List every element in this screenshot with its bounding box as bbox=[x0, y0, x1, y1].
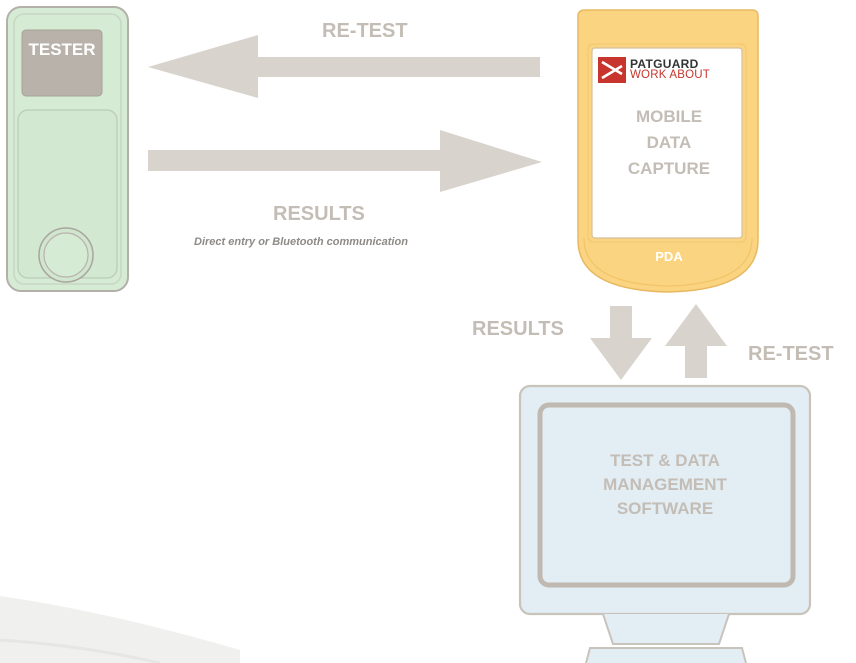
pda-screen-bezel bbox=[587, 43, 747, 243]
pda-bottom-rim bbox=[583, 237, 753, 287]
pda-screen-line: MOBILE bbox=[635, 107, 703, 126]
monitor-screen-line: MANAGEMENT bbox=[603, 475, 727, 494]
results-caption: Direct entry or Bluetooth communication bbox=[194, 236, 408, 248]
results-down-arrow-label: RESULTS bbox=[472, 318, 564, 340]
arrow-results-right bbox=[148, 130, 542, 192]
retest-arrow-label: RE-TEST bbox=[322, 20, 408, 42]
brand-subtitle: WORK ABOUT bbox=[630, 69, 710, 81]
arrow-results-down bbox=[590, 306, 652, 380]
monitor bbox=[518, 384, 812, 663]
results-arrow-label: RESULTS bbox=[273, 203, 365, 225]
tester-screen bbox=[21, 29, 103, 97]
background-swoosh bbox=[0, 596, 240, 663]
retest-up-arrow-label: RE-TEST bbox=[748, 343, 834, 365]
pda-screen-line: DATA bbox=[646, 133, 692, 152]
patguard-logo-icon bbox=[598, 57, 626, 83]
monitor-neck bbox=[602, 613, 730, 645]
monitor-screen bbox=[537, 402, 796, 588]
background-swoosh-line bbox=[0, 638, 161, 663]
pda-screen-line: CAPTURE bbox=[627, 159, 711, 178]
tester-inner-panel bbox=[13, 13, 122, 285]
monitor-screen-line: SOFTWARE bbox=[616, 499, 714, 518]
monitor-stand bbox=[585, 647, 747, 663]
arrow-retest-up bbox=[665, 304, 727, 378]
tester-device bbox=[6, 6, 129, 292]
arrow-retest-left bbox=[148, 35, 540, 98]
tester-dial-inner bbox=[43, 232, 89, 278]
monitor-screen-line: TEST & DATA bbox=[610, 451, 720, 470]
pda-device bbox=[577, 9, 759, 293]
pda-label: PDA bbox=[655, 249, 683, 264]
pda-screen bbox=[591, 47, 743, 239]
brand-name: PATGUARD bbox=[630, 57, 699, 71]
tester-screen-label: TESTER bbox=[28, 40, 96, 59]
